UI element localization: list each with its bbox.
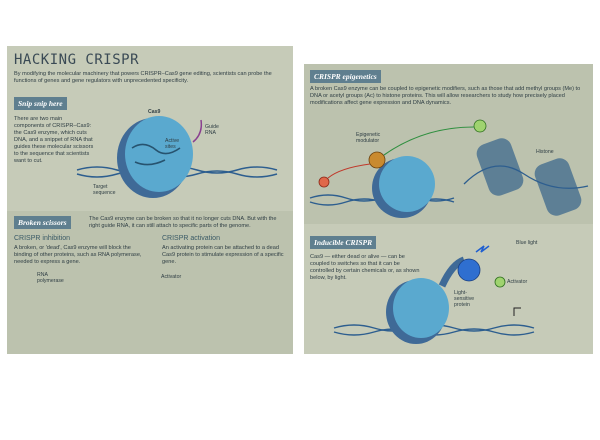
page-title: HACKING CRISPR [14,52,140,68]
light-protein-label: Light-sensitive protein [454,290,475,308]
inducible-body: Cas9 — either dead or alive — can be cou… [310,254,420,281]
broken-header: Broken scissors [14,216,71,229]
intro-text: By modifying the molecular machinery tha… [14,71,272,84]
activation-body: An activating protein can be attached to… [162,245,284,265]
epigenetics-body: A broken Cas9 enzyme can be coupled to e… [310,86,581,106]
right-panel: CRISPR epigenetics A broken Cas9 enzyme … [304,64,593,354]
left-panel: HACKING CRISPR By modifying the molecula… [7,46,293,354]
inducible-illustration [333,245,535,344]
epigenetics-illustration [309,119,589,218]
snip-body: There are two main components of CRISPR–… [14,116,94,164]
histone-label: Histone [536,149,554,155]
rna-polymerase-label: RNA polymerase [37,272,64,284]
cas9-snip-shape [117,116,203,198]
blue-light-label: Blue light [516,240,538,246]
guide-rna-label: Guide RNA [205,124,219,136]
broken-scissors-section [7,211,293,354]
right-illustrations [309,119,589,344]
cas9-label: Cas9 [148,109,161,115]
inhibition-title: CRISPR inhibition [14,235,71,242]
modulator-label: Epigenetic modulator [356,132,381,144]
inducible-header: Inducible CRISPR [310,236,377,249]
inhibition-body: A broken, or 'dead', Cas9 enzyme will bl… [14,245,142,265]
broken-body: The Cas9 enzyme can be broken so that it… [89,216,277,229]
activation-title: CRISPR activation [162,235,220,242]
epigenetics-header: CRISPR epigenetics [310,70,381,83]
activator-label-right: Activator [507,279,528,285]
active-site-label: Active sites [165,138,180,150]
snip-header: Snip snip here [14,97,67,110]
activator-label-left: Activator [161,274,182,280]
target-sequence-label: Target sequence [93,184,116,196]
